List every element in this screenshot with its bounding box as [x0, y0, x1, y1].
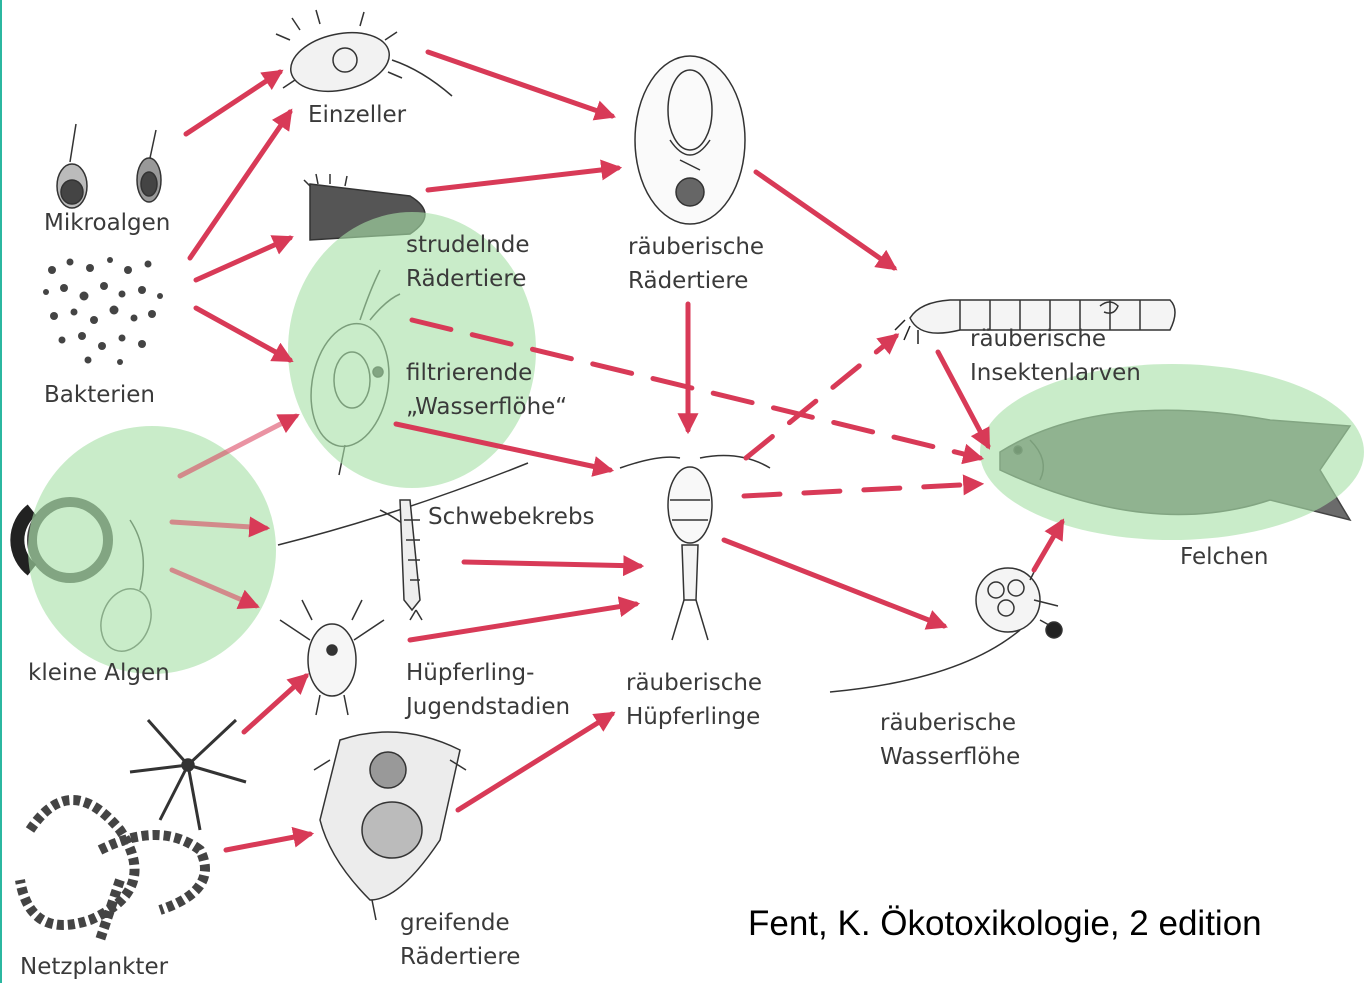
highlight-felchen — [980, 364, 1364, 540]
label-mikroalgen: Mikroalgen — [44, 206, 170, 240]
arrow-huepferlinge-felchen — [744, 484, 980, 496]
arrow-mikroalgen-einzeller — [186, 72, 280, 134]
arrow-netz-greifende — [226, 834, 310, 850]
arrow-greifende-huepferlinge — [458, 714, 612, 810]
label-kleine-algen: kleine Algen — [28, 656, 170, 690]
label-huepferling-jugendstadien: Hüpferling- Jugendstadien — [406, 656, 570, 724]
citation: Fent, K. Ökotoxikologie, 2 edition — [748, 904, 1365, 944]
label-line: Jugendstadien — [406, 690, 570, 724]
arrow-strudelnde-raeuberische — [428, 168, 618, 190]
label-schwebekrebs: Schwebekrebs — [428, 500, 595, 534]
label-line: Hüpferlinge — [626, 700, 762, 734]
label-line: greifende — [400, 906, 520, 940]
jugendstadien-illustration — [280, 600, 384, 715]
arrow-jugendstadien-huepferlinge — [410, 604, 636, 640]
label-netzplankter: Netzplankter — [20, 950, 168, 984]
raeuberische-raedertiere-illustration — [635, 56, 745, 224]
label-line: Rädertiere — [400, 940, 520, 974]
label-felchen: Felchen — [1180, 540, 1268, 574]
label-line: räuberische — [628, 230, 764, 264]
label-line: räuberische — [880, 706, 1020, 740]
arrow-huepferlinge-wasserfloehe — [724, 540, 944, 626]
arrow-einzeller-raedertiere — [428, 52, 612, 116]
arrow-bakterien-wasserfloehe — [196, 308, 290, 360]
label-line: Wasserflöhe — [880, 740, 1020, 774]
label-line: „Wasserflöhe“ — [406, 390, 567, 424]
label-line: Rädertiere — [628, 264, 764, 298]
arrow-huepferlinge-insektenlarven — [746, 336, 896, 458]
greifende-raedertiere-illustration — [314, 732, 466, 920]
arrow-bakterien-strudelnde — [196, 238, 290, 280]
label-line: filtrierende — [406, 356, 567, 390]
label-greifende-raedertiere: greifende Rädertiere — [400, 906, 520, 974]
arrow-mikroalgen-einzeller-2 — [190, 112, 290, 258]
einzeller-illustration — [276, 10, 452, 100]
highlight-kleine-algen — [28, 426, 276, 674]
arrow-netz-jugendstadien — [244, 676, 306, 732]
arrow-wasserfloehe-felchen-2 — [1034, 522, 1062, 570]
label-raeuberische-huepferlinge: räuberische Hüpferlinge — [626, 666, 762, 734]
bakterien-illustration — [43, 257, 163, 365]
netzplankter-illustration — [20, 720, 246, 940]
label-line: strudelnde — [406, 228, 530, 262]
label-line: räuberische — [626, 666, 762, 700]
label-filtrierende-wasserfloehe: filtrierende „Wasserflöhe“ — [406, 356, 567, 424]
label-einzeller: Einzeller — [308, 98, 406, 132]
arrow-schwebekrebs-huepferlinge — [464, 562, 640, 566]
label-line: räuberische — [970, 322, 1141, 356]
label-line: Rädertiere — [406, 262, 530, 296]
label-raeuberische-wasserfloehe: räuberische Wasserflöhe — [880, 706, 1020, 774]
label-line: Hüpferling- — [406, 656, 570, 690]
label-raeuberische-insektenlarven: räuberische Insektenlarven — [970, 322, 1141, 390]
label-raeuberische-raedertiere: räuberische Rädertiere — [628, 230, 764, 298]
label-strudelnde-raedertiere: strudelnde Rädertiere — [406, 228, 530, 296]
label-bakterien: Bakterien — [44, 378, 155, 412]
label-line: Insektenlarven — [970, 356, 1141, 390]
arrow-raedertiere-insektenlarven — [756, 172, 894, 268]
mikroalgen-illustration — [57, 124, 161, 208]
